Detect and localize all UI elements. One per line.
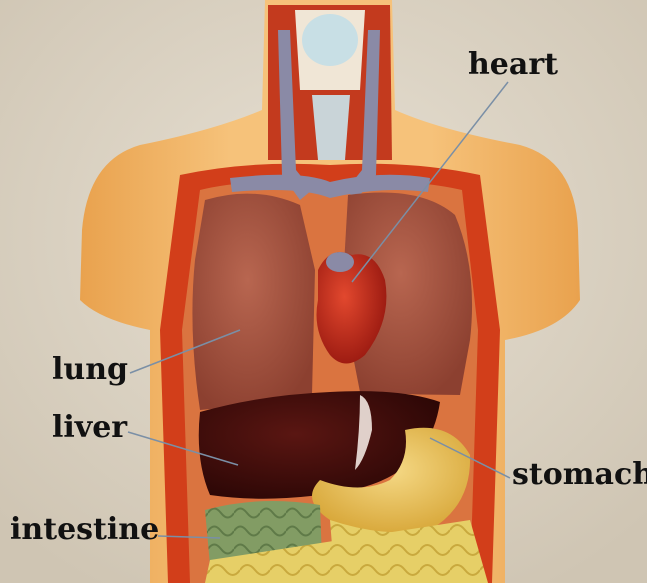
heart-label: heart [468, 50, 558, 80]
intestine-label: intestine [10, 515, 159, 545]
left-lung [192, 194, 315, 410]
liver-label: liver [52, 413, 127, 443]
lung-label: lung [52, 355, 128, 385]
stomach-label: stomach [512, 460, 647, 490]
